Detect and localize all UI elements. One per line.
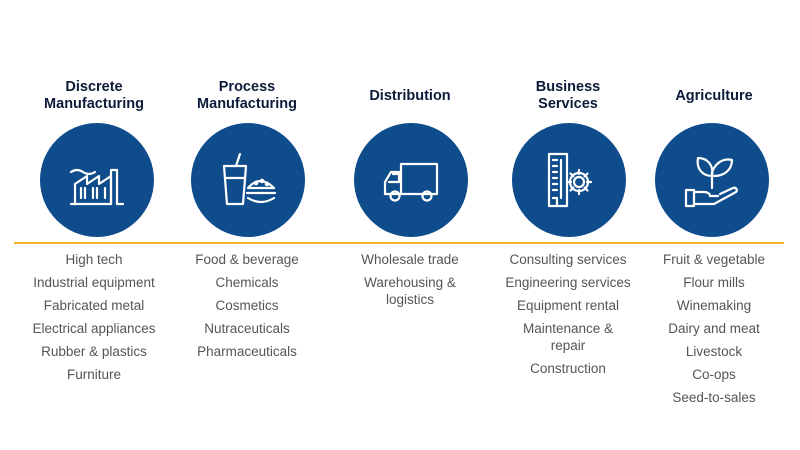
industry-list: Fruit & vegetable Flour mills Winemaking… <box>624 251 800 412</box>
list-item: Co-ops <box>692 367 736 382</box>
list-item: High tech <box>65 252 123 267</box>
column-title: Business Services <box>535 79 601 112</box>
building-gear-icon <box>547 152 593 208</box>
column-title: Distribution <box>369 87 451 104</box>
industry-list: High tech Industrial equipment Fabricate… <box>4 251 184 389</box>
list-item: Fruit & vegetable <box>662 252 766 267</box>
hand-plant-icon <box>684 156 738 208</box>
list-item: Chemicals <box>215 275 279 290</box>
list-item: Wholesale trade <box>361 252 459 267</box>
list-item: Rubber & plastics <box>41 344 147 359</box>
icon-circle <box>655 123 769 237</box>
divider-line <box>14 242 784 244</box>
list-item: Cosmetics <box>215 298 279 313</box>
list-item: Electrical appliances <box>32 321 156 336</box>
list-item: Furniture <box>66 367 122 382</box>
icon-circle <box>191 123 305 237</box>
icon-circle <box>512 123 626 237</box>
industry-list: Consulting services Engineering services… <box>478 251 658 383</box>
list-item: Dairy and meat <box>668 321 760 336</box>
column-title: Agriculture <box>675 87 753 104</box>
list-item: Livestock <box>685 344 743 359</box>
food-drink-icon <box>222 152 277 206</box>
list-item: Nutraceuticals <box>204 321 290 336</box>
list-item: Flour mills <box>683 275 745 290</box>
list-item: Maintenance & repair <box>522 321 614 353</box>
delivery-truck-icon <box>383 162 439 202</box>
list-item: Industrial equipment <box>33 275 155 290</box>
list-item: Warehousing & logistics <box>364 275 456 307</box>
column-title: Process Manufacturing <box>197 79 297 112</box>
list-item: Food & beverage <box>195 252 299 267</box>
list-item: Fabricated metal <box>43 298 145 313</box>
list-item: Pharmaceuticals <box>197 344 297 359</box>
icon-circle <box>40 123 154 237</box>
icon-circle <box>354 123 468 237</box>
factory-icon <box>69 168 125 206</box>
industry-list: Food & beverage Chemicals Cosmetics Nutr… <box>157 251 337 366</box>
list-item: Winemaking <box>676 298 752 313</box>
column-title: Discrete Manufacturing <box>44 79 144 112</box>
list-item: Construction <box>530 361 606 376</box>
industry-list: Wholesale trade Warehousing & logistics <box>320 251 500 314</box>
list-item: Equipment rental <box>516 298 620 313</box>
list-item: Engineering services <box>505 275 631 290</box>
list-item: Seed-to-sales <box>672 390 756 405</box>
list-item: Consulting services <box>509 252 627 267</box>
